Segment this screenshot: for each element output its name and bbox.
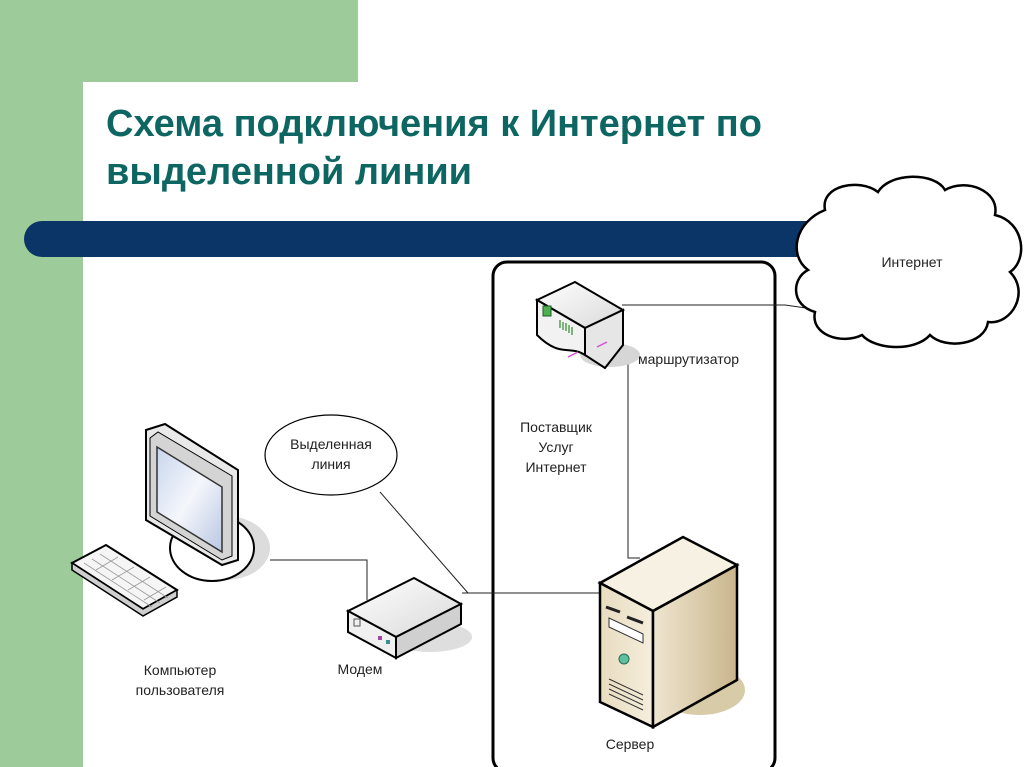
isp-label-line-2: Услуг — [538, 439, 574, 455]
decor-green-strip — [0, 0, 83, 767]
leased-line-callout — [264, 414, 398, 496]
leased-line-label: Выделенная линия — [271, 434, 391, 474]
line-leased-line-callout — [379, 491, 469, 594]
line-computer-modem — [270, 559, 368, 600]
modem-label: Модем — [337, 661, 383, 677]
computer-label: Компьютер пользователя — [110, 660, 250, 700]
server-label: Сервер — [605, 736, 655, 752]
isp-label: Поставщик Услуг Интернет — [500, 417, 612, 477]
isp-boundary-box — [491, 260, 777, 767]
slide-title: Схема подключения к Интернет по выделенн… — [106, 100, 926, 196]
internet-label: Интернет — [881, 254, 943, 270]
decor-title-bar — [24, 221, 856, 257]
line-router-internet — [622, 304, 821, 311]
cloud-icon — [794, 175, 1023, 349]
leased-line-label-line-2: линия — [311, 456, 351, 472]
computer-label-line-1: Компьютер — [143, 662, 217, 678]
connection-lines — [270, 304, 821, 600]
isp-label-line-3: Интернет — [525, 459, 587, 475]
server-icon — [597, 535, 745, 730]
title-line-2: выделенной линии — [106, 151, 473, 193]
router-icon — [534, 280, 640, 370]
line-router-server — [627, 348, 640, 559]
isp-label-line-1: Поставщик — [520, 419, 592, 435]
leased-line-label-line-1: Выделенная — [290, 436, 372, 452]
computer-label-line-2: пользователя — [135, 682, 225, 698]
computer-icon — [70, 422, 270, 617]
title-line-1: Схема подключения к Интернет по — [106, 103, 762, 145]
modem-icon — [345, 576, 472, 660]
router-label: маршрутизатор — [638, 351, 740, 367]
